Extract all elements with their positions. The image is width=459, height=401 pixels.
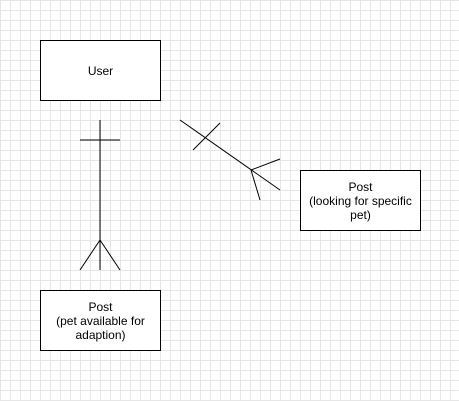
many-crowfoot-upper: [250, 158, 281, 171]
entity-label-line: pet): [350, 207, 371, 222]
entity-label-line: User: [87, 63, 114, 78]
entity-title: Post: [348, 179, 373, 194]
entity-post-pet-available[interactable]: Post (pet available for adaption): [40, 290, 161, 351]
many-crowfoot-lower: [250, 169, 261, 201]
entity-post-looking-for-pet[interactable]: Post (looking for specific pet): [300, 170, 421, 231]
many-crowfoot-left: [79, 239, 101, 271]
entity-user[interactable]: User: [40, 40, 161, 101]
one-cardinality-bar: [192, 122, 221, 151]
connector-line[interactable]: [179, 119, 281, 191]
entity-title: Post: [88, 299, 113, 314]
relationship-user-post-available[interactable]: [79, 120, 121, 271]
relationship-user-post-looking[interactable]: [179, 119, 281, 201]
entity-label-line: (pet available for: [56, 313, 145, 328]
entity-label-line: (looking for specific: [309, 193, 412, 208]
many-crowfoot-right: [99, 239, 121, 271]
entity-label-line: adaption): [75, 327, 126, 342]
